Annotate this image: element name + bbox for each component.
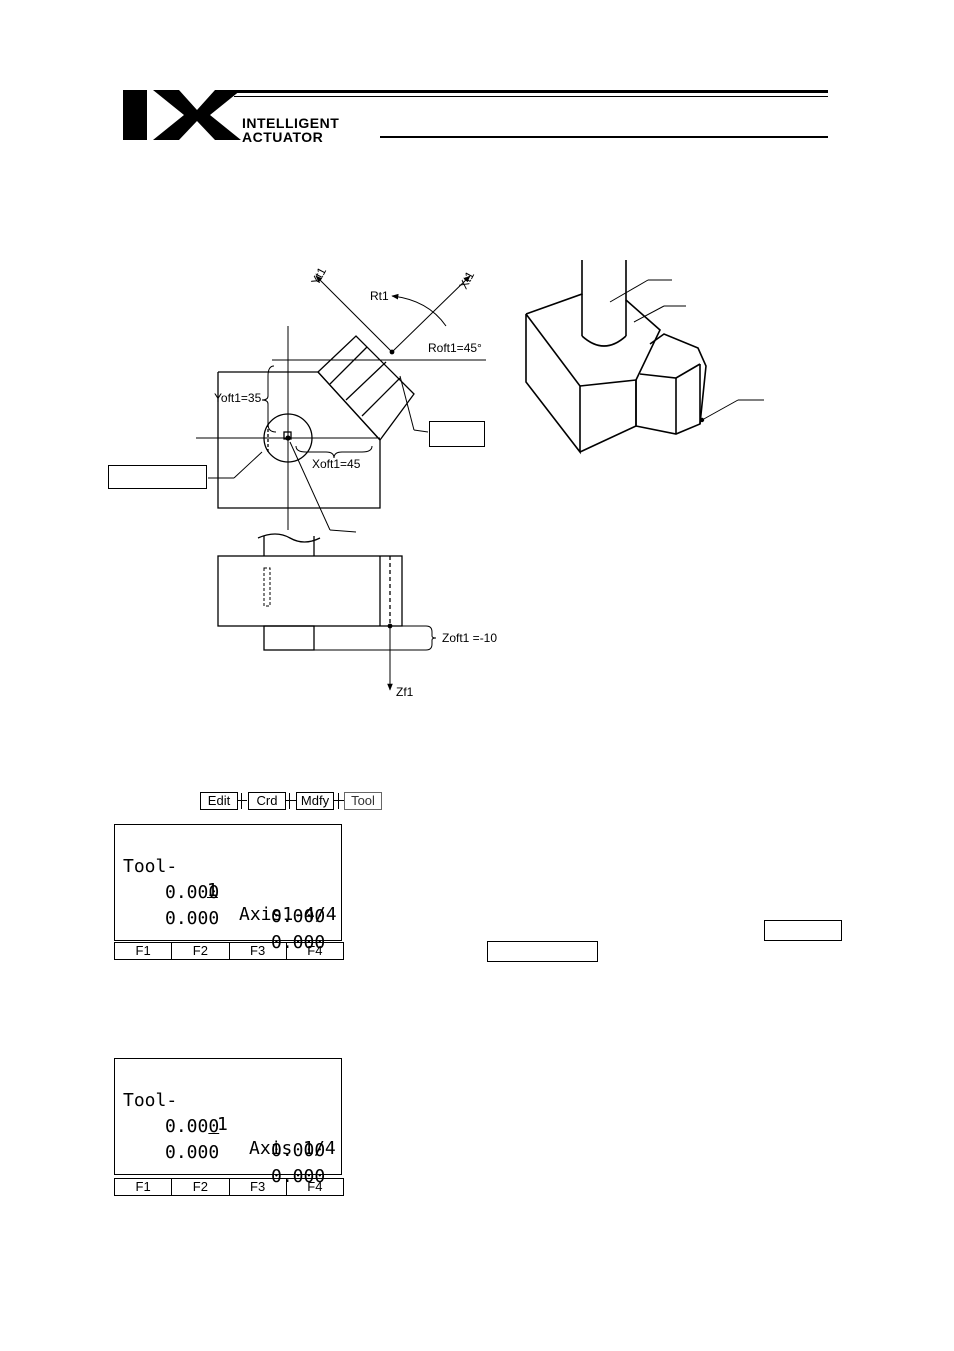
label-yt1: Yt1 (308, 265, 329, 288)
ix-logo (123, 90, 241, 140)
key-tick-2 (289, 793, 290, 809)
brand-line-2: ACTUATOR (242, 129, 324, 145)
screen1-title: Tool- (123, 856, 178, 877)
screen1-header-row: Tool- 1 Axis1-4/4 (115, 831, 341, 925)
screen1-tool-number[interactable]: 1 (207, 880, 218, 901)
header-rule-second (234, 96, 828, 97)
f1-key[interactable]: F1 (115, 943, 173, 959)
key-mdfy[interactable]: Mdfy (296, 792, 334, 810)
side-view (217, 533, 437, 651)
screen2-value-axis4[interactable]: 0.000 (271, 1166, 326, 1187)
screen2-value-axis1[interactable]: 0.000 (165, 1115, 219, 1139)
label-roft1: Roft1=45° (428, 341, 482, 355)
f2-key[interactable]: F2 (172, 943, 230, 959)
key-tool[interactable]: Tool (344, 792, 382, 810)
label-xt1: Xt1 (456, 269, 477, 292)
key-edit[interactable]: Edit (200, 792, 238, 810)
top-view (217, 335, 415, 509)
callout-box-flange (108, 465, 207, 489)
function-key-bar-1: F1 F2 F3 F4 (114, 942, 344, 960)
perspective-view (525, 260, 707, 455)
key-link-2 (285, 800, 297, 801)
top-view-axes (196, 275, 486, 533)
f3-key[interactable]: F3 (230, 943, 287, 959)
key-tick-3 (338, 793, 339, 809)
function-key-bar-2: F1 F2 F3 F4 (114, 1178, 344, 1196)
f4-key[interactable]: F4 (307, 943, 323, 958)
flange-center-dot (285, 435, 291, 441)
screen1-value-row-1: 0.000 0.000 (115, 857, 341, 927)
key-crd[interactable]: Crd (248, 792, 286, 810)
key-tick-1 (241, 793, 242, 809)
blank-key-box-2 (487, 941, 598, 962)
header-rule-bottom (380, 136, 828, 138)
screen2-value-axis1-head: 0.00 (165, 1116, 209, 1137)
screen2-title: Tool- (123, 1090, 178, 1111)
side-tool-tip-dot (387, 623, 393, 629)
tool-tip-dot (389, 349, 395, 355)
screen2-axis-label: Axis 1/4 (249, 1138, 336, 1159)
key-link-3 (333, 800, 345, 801)
f1-key[interactable]: F1 (115, 1179, 173, 1195)
screen1-value-axis3[interactable]: 0.000 (165, 908, 220, 929)
label-zoft1: Zoft1 =-10 (442, 631, 497, 645)
screen2-tool-number: 1 (217, 1114, 228, 1135)
f2-key[interactable]: F2 (172, 1179, 230, 1195)
teaching-pendant-screen-2: Tool- 1 Axis 1/4 0.000 0.000 0.000 0.000 (114, 1058, 342, 1187)
f4-key[interactable]: F4 (307, 1179, 323, 1194)
teaching-pendant-screen-1: Tool- 1 Axis1-4/4 0.000 0.000 0.000 0.00… (114, 824, 342, 953)
screen1-value-axis1[interactable]: 0.000 (165, 882, 220, 903)
screen2-value-row-2: 0.000 0.000 (115, 1117, 341, 1187)
screen2-value-axis3[interactable]: 0.000 (165, 1142, 220, 1163)
screen2-cursor-digit[interactable]: 0 (208, 1116, 220, 1137)
f3-key[interactable]: F3 (230, 1179, 287, 1195)
screen2-header-row: Tool- 1 Axis 1/4 (115, 1065, 341, 1159)
brand-line-1: INTELLIGENT (242, 115, 340, 131)
label-yoft1: Yoft1=35 (214, 391, 262, 405)
screen1-value-axis2[interactable]: 0.000 (271, 906, 326, 927)
screen1-axis-label: Axis1-4/4 (239, 904, 337, 925)
callout-box-tool (429, 421, 485, 447)
screen1-value-row-2: 0.000 0.000 (115, 883, 341, 953)
screen2-value-axis2[interactable]: 0.000 (271, 1140, 326, 1161)
label-xoft1: Xoft1=45 (312, 457, 361, 471)
label-rt1: Rt1 (370, 289, 389, 303)
label-zf1: Zf1 (396, 685, 414, 699)
tool-offset-diagram: Yt1 Xt1 Rt1 Roft1=45° Yoft1=35 Xoft1=45 … (196, 260, 764, 699)
header-rule-top (234, 90, 828, 93)
blank-key-box-1 (764, 920, 842, 941)
screen2-value-row-1: 0.000 0.000 (115, 1091, 341, 1161)
key-link-1 (237, 800, 247, 801)
